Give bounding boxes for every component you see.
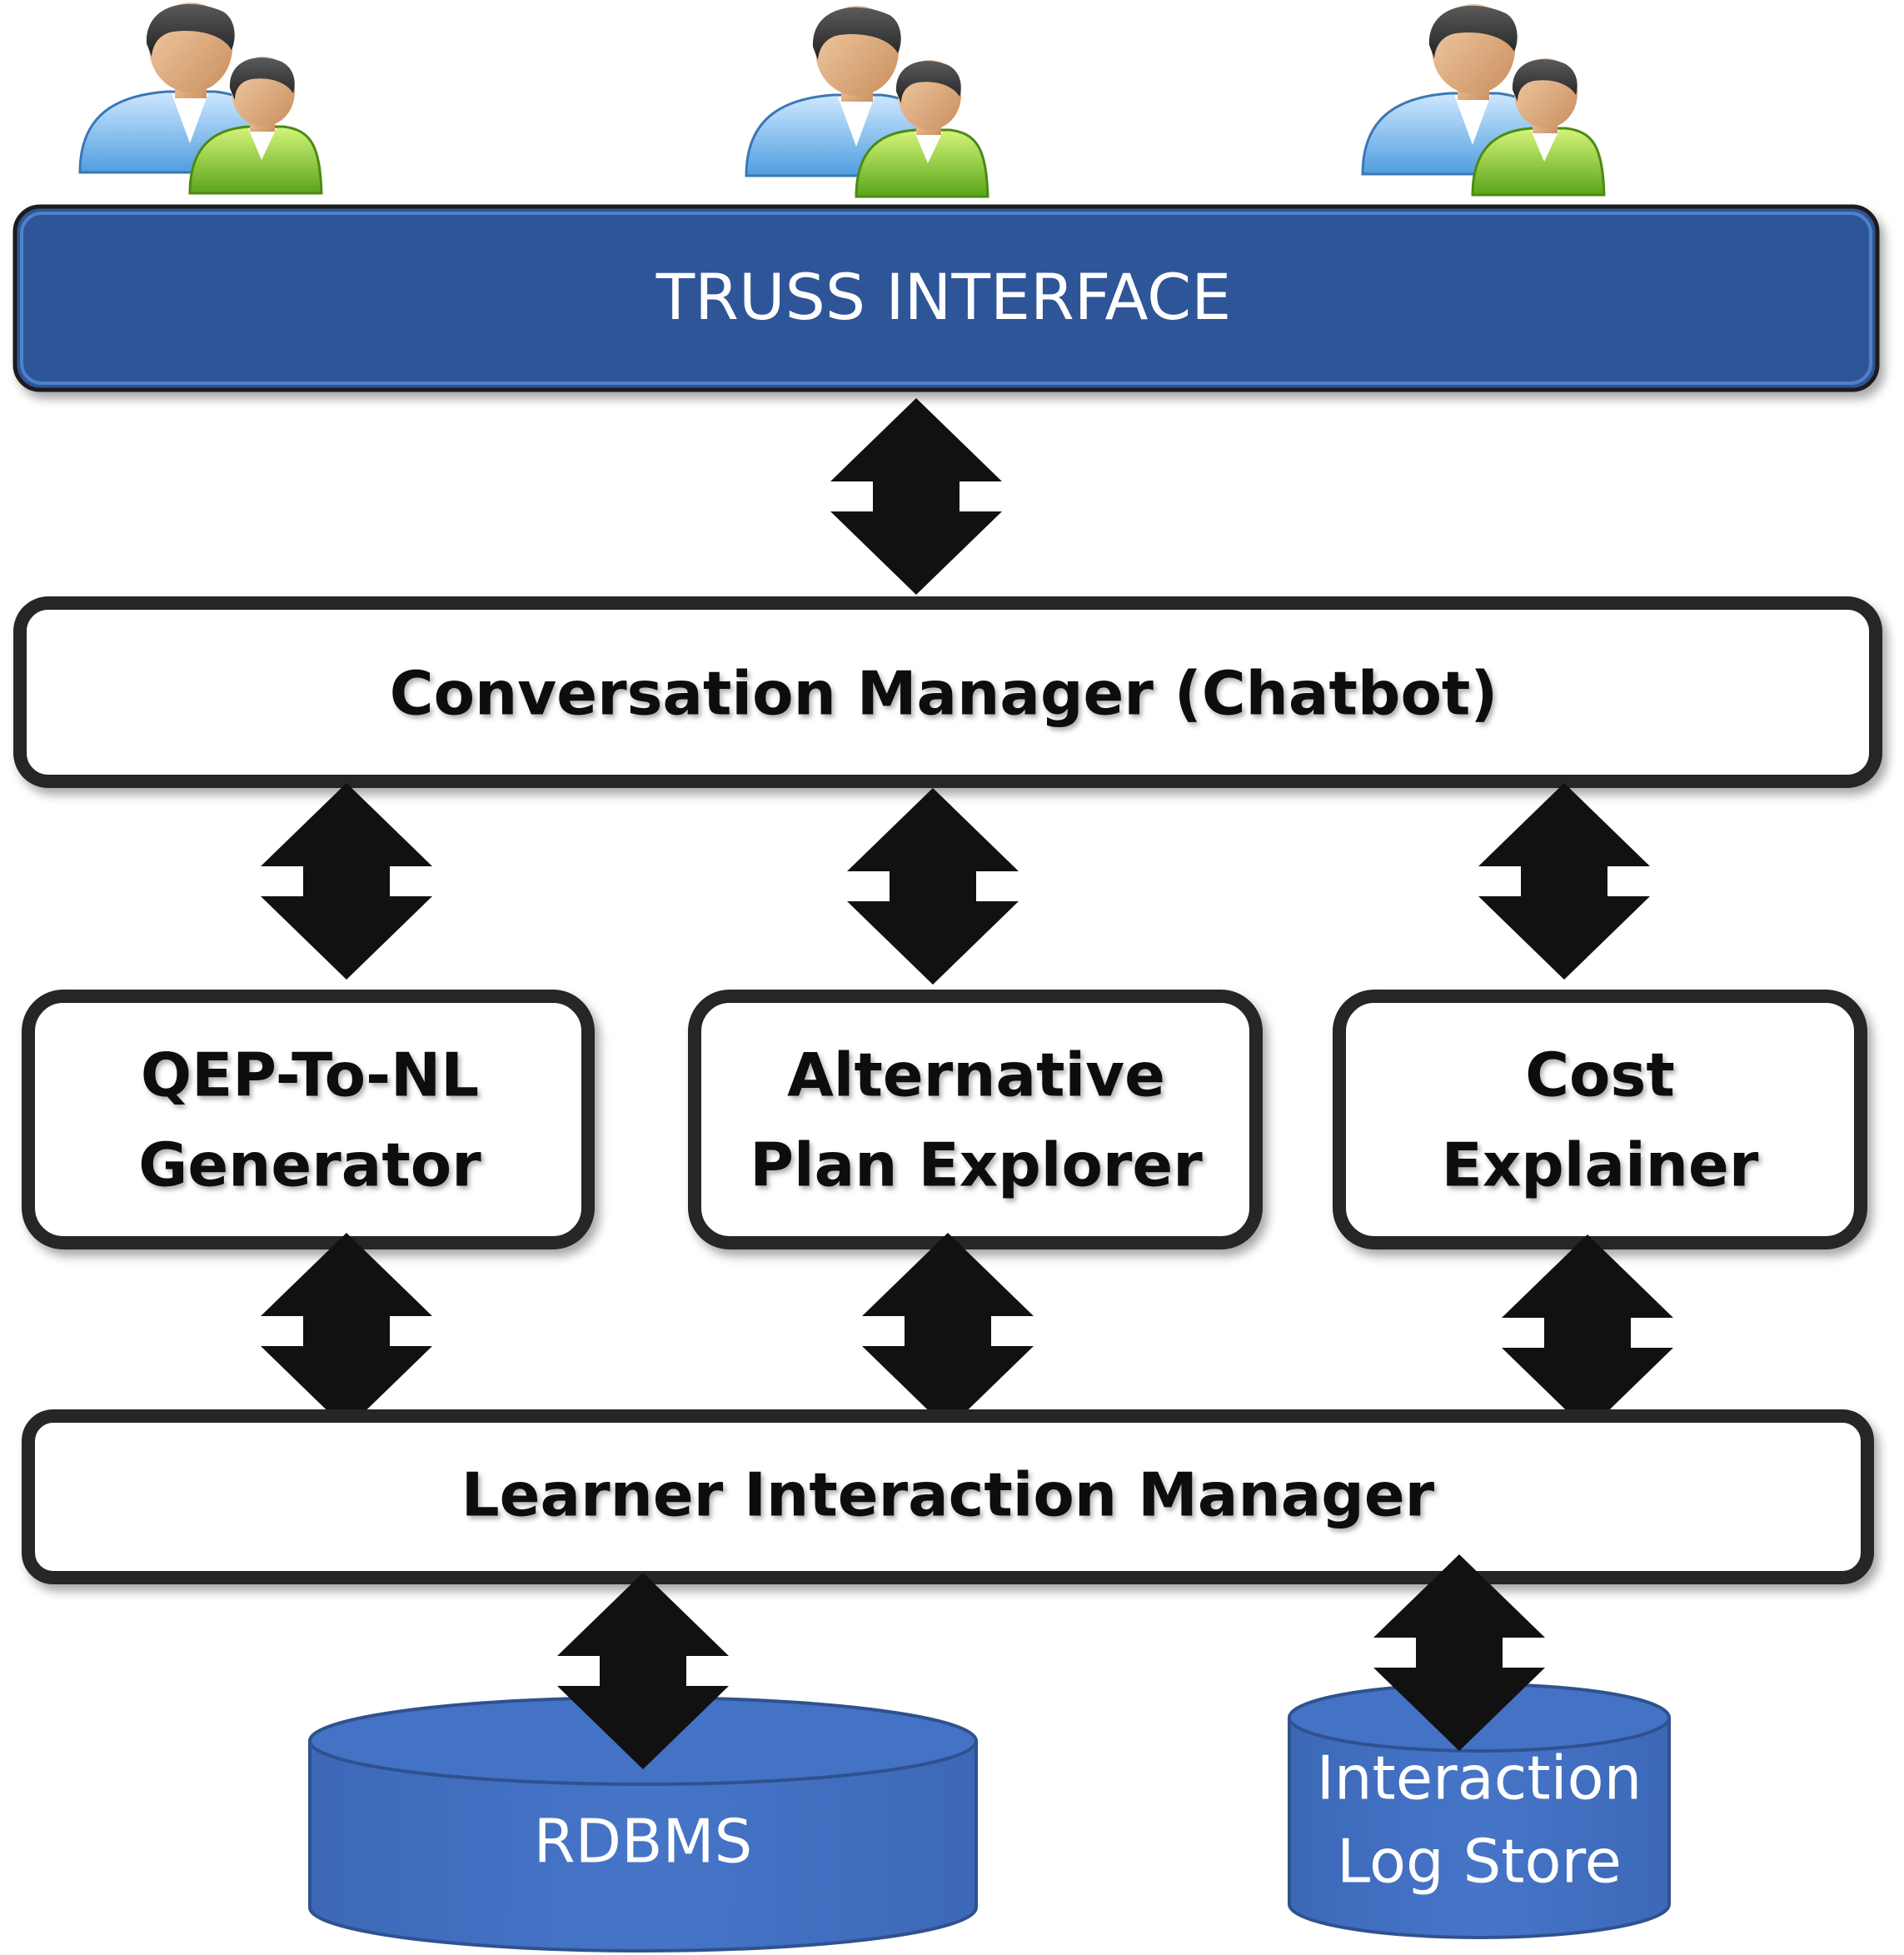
users-icon [78, 1, 323, 195]
qep-to-nl-generator-box: QEP-To-NL Generator [22, 990, 595, 1249]
module-title-line2: Plan Explorer [750, 1130, 1203, 1200]
module-title-line1: QEP-To-NL [141, 1040, 479, 1110]
module-title-line1: Alternative [787, 1040, 1165, 1110]
alternative-plan-explorer-box: Alternative Plan Explorer [688, 990, 1263, 1249]
module-title-line2: Generator [138, 1130, 481, 1200]
learner-interaction-manager-box: Learner Interaction Manager [22, 1409, 1874, 1584]
truss-interface-box: TRUSS INTERFACE [12, 204, 1880, 392]
truss-interface-label: TRUSS INTERFACE [655, 260, 1232, 334]
double-arrow-icon [1478, 783, 1650, 980]
double-arrow-icon [830, 398, 1002, 595]
conversation-manager-label: Conversation Manager (Chatbot) [390, 659, 1498, 729]
cost-explainer-box: Cost Explainer [1333, 990, 1867, 1249]
module-title-line1: Cost [1525, 1040, 1675, 1110]
log-store-label-line1: Interaction [1317, 1743, 1642, 1813]
double-arrow-icon [1502, 1234, 1673, 1431]
users-icon [1361, 2, 1606, 197]
log-store-label-line2: Log Store [1337, 1827, 1622, 1897]
rdbms-label: RDBMS [534, 1807, 753, 1877]
double-arrow-icon [261, 783, 432, 980]
module-title-line2: Explainer [1442, 1130, 1759, 1200]
conversation-manager-box: Conversation Manager (Chatbot) [13, 596, 1882, 788]
double-arrow-icon [862, 1233, 1034, 1429]
users-icon [745, 4, 989, 198]
double-arrow-icon [261, 1233, 432, 1429]
double-arrow-icon [847, 788, 1019, 985]
learner-interaction-manager-label: Learner Interaction Manager [461, 1460, 1435, 1530]
